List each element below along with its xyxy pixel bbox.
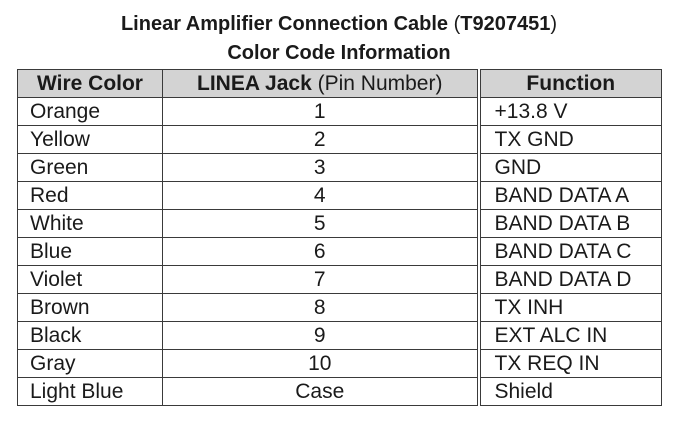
header-wire-color: Wire Color <box>17 69 163 98</box>
function-cell: +13.8 V <box>476 97 662 126</box>
function-cell: TX GND <box>476 125 662 154</box>
header-jack-pin: (Pin Number) <box>311 72 443 95</box>
wire-color-cell: Brown <box>17 293 163 322</box>
wire-color-cell: Light Blue <box>17 377 163 406</box>
title-main: Linear Amplifier Connection Cable <box>120 13 449 35</box>
function-cell: BAND DATA B <box>476 209 662 238</box>
color-code-table-container: Wire Color LINEA Jack (Pin Number) Funct… <box>17 69 662 412</box>
wire-color-cell: Orange <box>17 97 163 126</box>
page-subtitle: Color Code Information <box>227 42 451 64</box>
header-function: Function <box>476 69 662 98</box>
pin-number-cell: 6 <box>162 237 479 266</box>
function-cell: EXT ALC IN <box>476 321 662 350</box>
pin-number-cell: 9 <box>162 321 479 350</box>
function-cell: TX INH <box>476 293 662 322</box>
wire-color-cell: Gray <box>17 349 163 378</box>
function-cell: GND <box>476 153 662 182</box>
wire-color-cell: Black <box>17 321 163 350</box>
wire-color-cell: Violet <box>17 265 163 294</box>
pin-number-cell: 5 <box>162 209 479 238</box>
pin-number-cell: 3 <box>162 153 479 182</box>
pin-number-cell: Case <box>162 377 479 406</box>
wire-color-cell: Blue <box>17 237 163 266</box>
wire-color-cell: Yellow <box>17 125 163 154</box>
color-code-table: Wire Color LINEA Jack (Pin Number) Funct… <box>17 69 662 406</box>
wire-color-cell: Green <box>17 153 163 182</box>
function-cell: BAND DATA A <box>476 181 662 210</box>
function-cell: BAND DATA C <box>476 237 662 266</box>
title-part-number: T9207451 <box>460 13 551 35</box>
pin-number-cell: 1 <box>162 97 479 126</box>
page-title: Linear Amplifier Connection Cable (T9207… <box>0 12 678 36</box>
pin-number-cell: 10 <box>162 349 479 378</box>
function-cell: BAND DATA D <box>476 265 662 294</box>
header-jack: LINEA Jack (Pin Number) <box>162 69 479 98</box>
wire-color-cell: White <box>17 209 163 238</box>
title-paren-close: ) <box>550 13 558 35</box>
function-cell: Shield <box>476 377 662 406</box>
pin-number-cell: 4 <box>162 181 479 210</box>
pin-number-cell: 2 <box>162 125 479 154</box>
pin-number-cell: 8 <box>162 293 479 322</box>
pin-number-cell: 7 <box>162 265 479 294</box>
table-header-row: Wire Color LINEA Jack (Pin Number) Funct… <box>17 69 662 98</box>
wire-color-cell: Red <box>17 181 163 210</box>
header-jack-bold: LINEA Jack <box>197 72 312 95</box>
function-cell: TX REQ IN <box>476 349 662 378</box>
title-paren-open: ( <box>448 13 461 35</box>
